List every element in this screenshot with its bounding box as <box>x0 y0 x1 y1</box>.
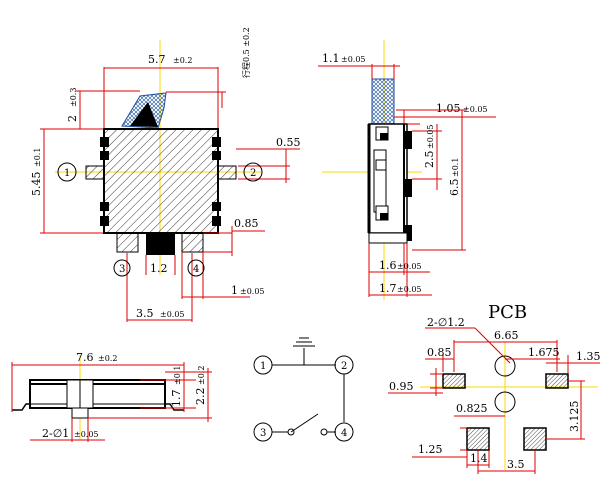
top-width-dim: 5.7 <box>148 53 166 66</box>
sch-node-2: 2 <box>341 361 347 372</box>
pcb-d1675: 1.675 <box>528 346 560 359</box>
front-width-dim: 7.6 <box>76 351 94 364</box>
offset-dim: 1.05 <box>436 102 461 115</box>
pcb-d665: 6.65 <box>494 329 519 342</box>
pcb-pad-1 <box>442 373 466 389</box>
sch-node-1: 1 <box>260 361 266 372</box>
side-view: 1.1 ±0.05 1.05 ±0.05 2.5 ±0.05 6.5 ±0.1 … <box>318 40 496 300</box>
switch-body <box>103 128 219 234</box>
pin-4 <box>181 232 204 253</box>
pin-center <box>146 233 175 255</box>
travel-label: 行程0.5 ±0.2 <box>241 27 251 78</box>
pcb-d0825: 0.825 <box>456 402 488 415</box>
inner-tol: ±0.05 <box>426 124 435 149</box>
pcb-d135: 1.35 <box>576 350 601 363</box>
front-width-tol: ±0.2 <box>98 354 117 363</box>
top-height-dim: 5.45 <box>30 172 43 197</box>
offset-tol: ±0.05 <box>463 105 488 114</box>
front-total-h-dim: 2.2 <box>194 388 207 406</box>
length-tol: ±0.1 <box>451 158 460 177</box>
pin-gap-dim: 0.85 <box>234 217 259 230</box>
right-tab <box>217 165 237 180</box>
side-actuator <box>371 78 395 125</box>
pin-pitch-dim: 1.2 <box>150 262 168 275</box>
pcb-d35: 3.5 <box>507 458 525 471</box>
pcb-title: PCB <box>488 302 527 323</box>
pcb-d095: 0.95 <box>389 380 414 393</box>
pin-width-tol: ±0.05 <box>240 287 265 296</box>
total-tol: ±0.05 <box>397 285 422 294</box>
pcb-layout: PCB 2-∅1.2 6.65 0.85 1.675 1.35 <box>388 302 601 474</box>
body-tol: ±0.05 <box>397 262 422 271</box>
travel-tol: ±0.3 <box>69 88 78 107</box>
left-tab <box>85 165 105 180</box>
pin-width-dim: 1 <box>231 284 238 297</box>
schematic: 1 2 3 4 <box>253 337 354 442</box>
tab-dim: 0.55 <box>276 136 301 149</box>
pin-label-2: 2 <box>250 168 256 179</box>
pin-label-3: 3 <box>119 264 125 275</box>
pcb-d14: 1.4 <box>470 452 488 465</box>
actuator-dim: 1.1 <box>322 52 340 65</box>
span-dim: 3.5 <box>136 307 154 320</box>
pcb-hole-top <box>494 355 516 377</box>
inner-dim: 2.5 <box>423 151 436 169</box>
body-dim: 1.6 <box>379 259 397 272</box>
pin-3 <box>116 232 139 253</box>
sch-node-3: 3 <box>260 428 266 439</box>
pcb-d125: 1.25 <box>418 443 443 456</box>
hole-dim: 2-∅1 <box>42 427 69 440</box>
pcb-hole-label: 2-∅1.2 <box>427 316 465 329</box>
pcb-hole-bottom <box>494 391 516 413</box>
front-total-h-tol: ±0.2 <box>197 366 206 385</box>
front-body-h-tol: ±0.1 <box>173 366 182 385</box>
sch-node-4: 4 <box>341 428 347 439</box>
pcb-pad-2 <box>545 373 569 389</box>
front-view: 7.6 ±0.2 1.7 ±0.1 2.2 ±0.2 2-∅1 ±0.05 <box>11 351 212 442</box>
actuator-tip <box>130 102 158 127</box>
length-dim: 6.5 <box>448 179 461 197</box>
total-dim: 1.7 <box>379 282 397 295</box>
pin-label-4: 4 <box>193 264 199 275</box>
top-height-tol: ±0.1 <box>33 148 42 167</box>
pcb-pad-3 <box>466 427 490 451</box>
pcb-pad-4 <box>523 427 547 451</box>
travel-dim: 2 <box>66 115 79 122</box>
front-body-h-dim: 1.7 <box>170 390 183 408</box>
actuator-tol: ±0.05 <box>341 55 366 64</box>
top-width-tol: ±0.2 <box>173 56 192 65</box>
pin-label-1: 1 <box>64 168 70 179</box>
top-view: 5.7 ±0.2 2 ±0.3 行程0.5 ±0.2 5.45 ±0.1 0.5… <box>30 27 301 322</box>
pcb-d3125: 3.125 <box>568 401 581 433</box>
span-tol: ±0.05 <box>160 310 185 319</box>
hole-tol: ±0.05 <box>74 430 99 439</box>
pcb-d085: 0.85 <box>427 346 452 359</box>
